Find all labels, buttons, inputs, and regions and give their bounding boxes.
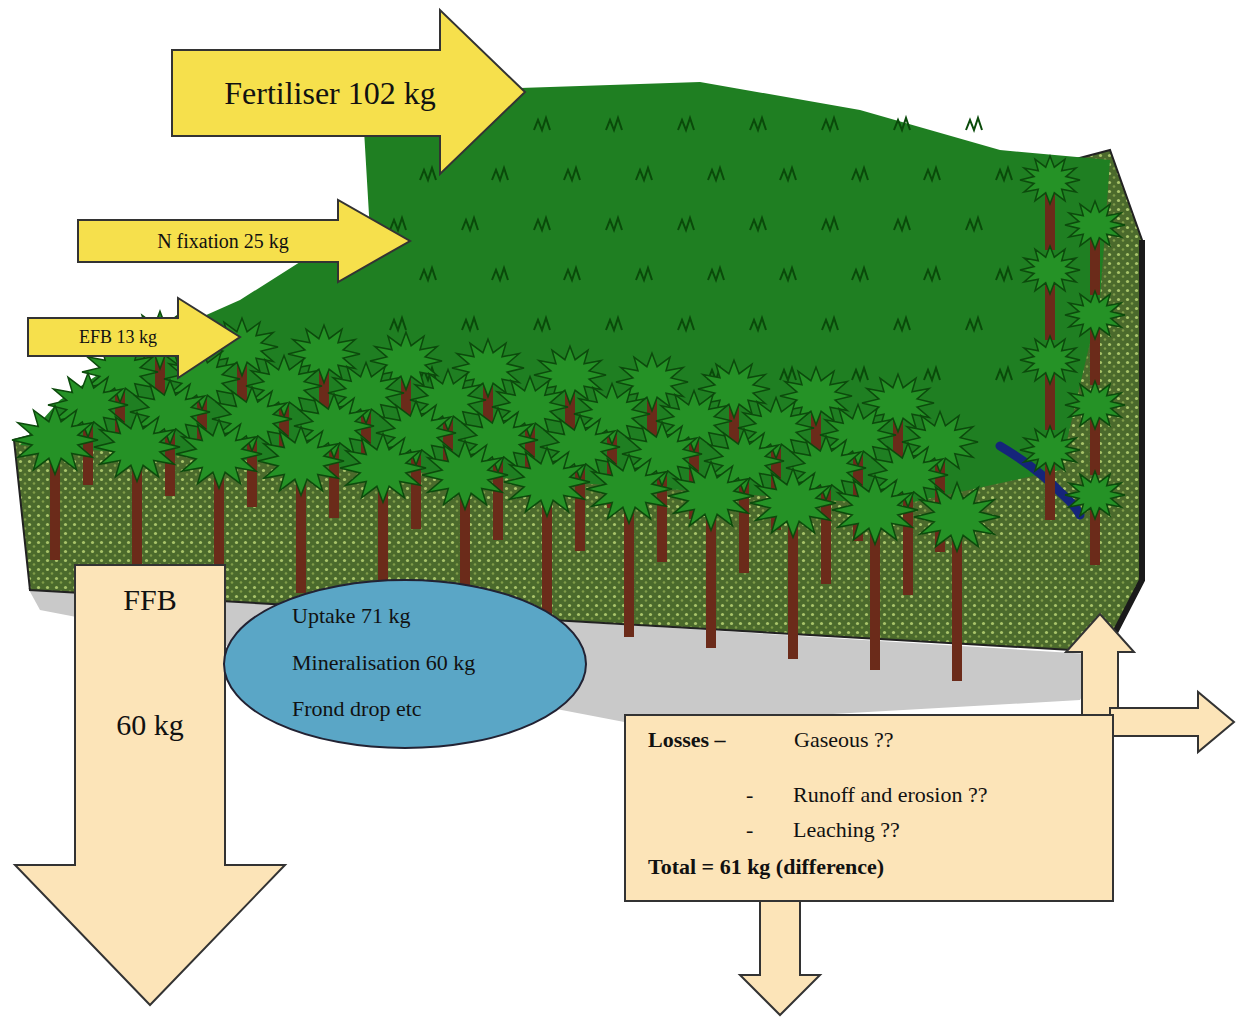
grass-tuft: [390, 218, 406, 230]
grass-tuft: [924, 368, 940, 380]
grass-tuft: [894, 318, 910, 330]
grass-tuft: [996, 268, 1012, 280]
node-text: EFB 13 kg: [28, 318, 208, 356]
grass-tuft: [996, 168, 1012, 180]
grass-tuft: [606, 318, 622, 330]
palm-crown: [504, 448, 590, 517]
palm-crown: [12, 406, 98, 475]
grass-tuft: [678, 218, 694, 230]
grass-tuft: [750, 318, 766, 330]
grass-tuft: [678, 318, 694, 330]
palm-crown: [258, 427, 344, 496]
node-text: Gaseous ??: [794, 726, 994, 754]
input-arrow-shape: [172, 10, 525, 174]
grass-tuft: [822, 318, 838, 330]
grass-tuft: [534, 318, 550, 330]
loss-arrow-down: [740, 898, 820, 1015]
grass-tuft: [996, 368, 1012, 380]
palm-crown: [1020, 156, 1080, 204]
grass-tuft: [636, 168, 652, 180]
grass-tuft: [894, 118, 910, 130]
palm-crown: [668, 462, 754, 531]
node-text: -: [746, 816, 766, 844]
palm-crown: [832, 476, 918, 545]
palm-crown: [176, 420, 262, 489]
node-text: 60 kg: [75, 705, 225, 745]
losses-box: Losses –Gaseous ??-Runoff and erosion ??…: [624, 714, 1114, 902]
node-text: Uptake 71 kg: [292, 603, 552, 629]
grass-tufts: [390, 118, 1012, 380]
grass-tuft: [534, 218, 550, 230]
grass-tuft: [462, 318, 478, 330]
grass-tuft: [606, 118, 622, 130]
grass-tuft: [780, 168, 796, 180]
palm-crown: [1020, 246, 1080, 294]
loss-arrow-right: [1110, 692, 1234, 752]
node-text: -: [746, 781, 766, 809]
palm-crown: [1065, 381, 1125, 429]
grass-tuft: [822, 218, 838, 230]
grass-tuft: [780, 268, 796, 280]
grass-tuft: [780, 368, 796, 380]
palm-crown: [586, 455, 672, 524]
node-text: Frond drop etc: [292, 696, 552, 722]
grass-tuft: [852, 268, 868, 280]
palm-crown: [1020, 336, 1080, 384]
grass-tuft: [966, 318, 982, 330]
palm-crown: [422, 441, 508, 510]
grass-tuft: [606, 218, 622, 230]
grass-tuft: [420, 168, 436, 180]
node-text: Losses –: [648, 726, 788, 754]
grass-tuft: [492, 268, 508, 280]
palm-crown: [1065, 471, 1125, 519]
input-arrow-shape: [28, 298, 240, 378]
node-text: FFB: [75, 580, 225, 620]
input-arrow: EFB 13 kg: [26, 296, 243, 380]
process-ellipse-shape: [224, 580, 586, 748]
palm-crown: [1065, 201, 1125, 249]
palm-crown: [94, 413, 180, 482]
grass-tuft: [966, 218, 982, 230]
grass-tuft: [750, 218, 766, 230]
node-text: Mineralisation 60 kg: [292, 650, 552, 676]
node-text: Runoff and erosion ??: [793, 781, 1093, 809]
grass-tuft: [534, 118, 550, 130]
grass-tuft: [564, 168, 580, 180]
grass-tuft: [492, 168, 508, 180]
loss-arrow-up: [1066, 614, 1134, 716]
node-text: N fixation 25 kg: [78, 220, 368, 262]
input-arrow: N fixation 25 kg: [76, 198, 413, 284]
grass-tuft: [462, 218, 478, 230]
palm-crown: [1065, 291, 1125, 339]
grass-tuft: [966, 118, 982, 130]
canopy: [20, 82, 1110, 505]
palm-crown: [1020, 426, 1080, 474]
grass-tuft: [852, 168, 868, 180]
node-text: Fertiliser 102 kg: [180, 50, 480, 136]
losses-box-shape: [625, 715, 1113, 901]
grass-tuft: [924, 168, 940, 180]
grass-tuft: [852, 368, 868, 380]
grass-tuft: [564, 268, 580, 280]
grass-tuft: [708, 268, 724, 280]
grass-tuft: [390, 318, 406, 330]
input-arrow: Fertiliser 102 kg: [170, 8, 528, 178]
palm-crown: [914, 483, 1000, 552]
input-arrow-shape: [78, 200, 410, 282]
grass-tuft: [636, 268, 652, 280]
grass-tuft: [750, 118, 766, 130]
palm-crown: [340, 434, 426, 503]
grass-tuft: [678, 118, 694, 130]
grass-tuft: [894, 218, 910, 230]
node-text: Leaching ??: [793, 816, 1093, 844]
grass-tuft: [822, 118, 838, 130]
grass-tuft: [420, 268, 436, 280]
process-ellipse: Uptake 71 kg Mineralisation 60 kg Frond dr…: [222, 578, 588, 750]
node-text: Total = 61 kg (difference): [648, 853, 1088, 881]
palm-crown: [750, 469, 836, 538]
grass-tuft: [708, 168, 724, 180]
grass-tuft: [924, 268, 940, 280]
